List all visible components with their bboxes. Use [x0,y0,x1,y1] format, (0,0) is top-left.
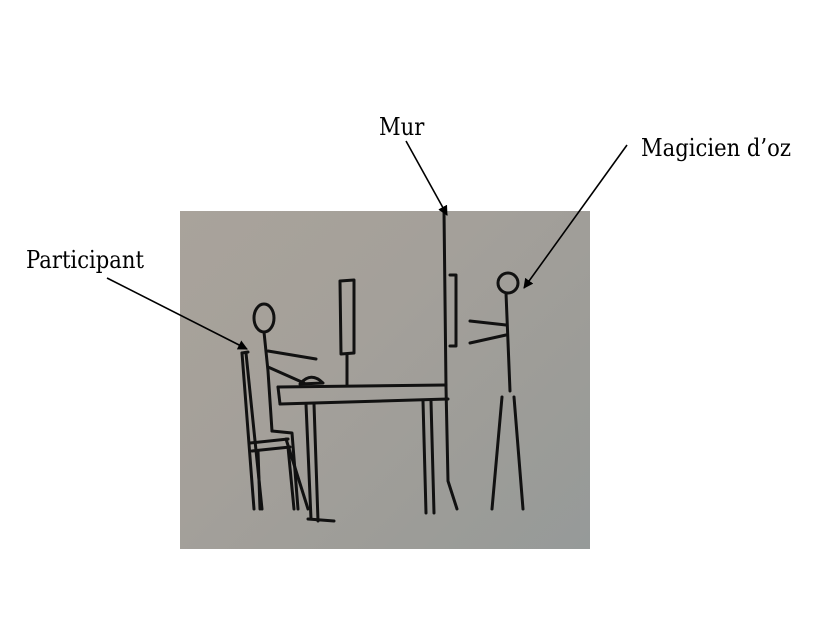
wizard-figure [468,271,525,511]
mur-arrow [405,140,448,216]
label-mur: Mur [379,113,425,141]
sketch-drawing [240,211,525,523]
label-magicien: Magicien d’oz [641,134,791,162]
participant-figure [252,302,318,511]
magicien-arrow [523,144,628,289]
chair-drawing [240,350,310,511]
monitor-drawing [338,278,356,387]
wall-drawing [442,211,459,511]
label-participant: Participant [26,246,144,274]
mouse-drawing [298,375,325,386]
participant-arrow [106,277,248,350]
desk-drawing [276,383,450,523]
sketch-photo [180,211,590,549]
